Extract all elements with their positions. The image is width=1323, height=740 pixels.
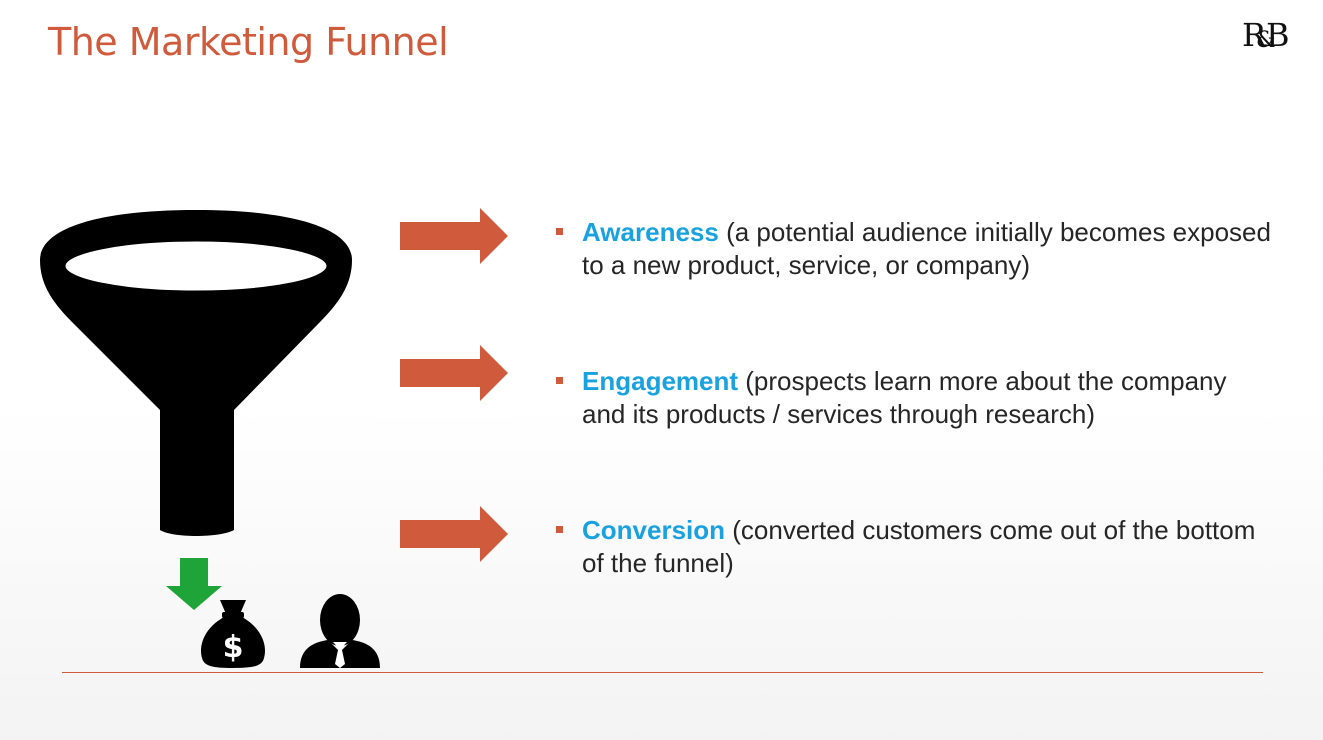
divider-line	[62, 672, 1263, 673]
stage-text: Awareness (a potential audience initiall…	[582, 216, 1276, 282]
stage-description: (a potential audience initially becomes …	[582, 217, 1271, 280]
down-arrow-icon	[166, 558, 222, 610]
funnel-icon	[40, 210, 352, 536]
logo-letter-b: B	[1266, 16, 1290, 54]
list-item: Awareness (a potential audience initiall…	[556, 216, 1276, 282]
page-title: The Marketing Funnel	[48, 20, 449, 64]
money-symbol: $	[223, 630, 244, 665]
brand-logo: R & B	[1240, 16, 1296, 64]
stage-term: Awareness	[582, 217, 719, 247]
bullet-marker	[556, 526, 563, 533]
stage-text: Engagement (prospects learn more about t…	[582, 365, 1276, 431]
bullet-marker	[556, 377, 563, 384]
stage-description: (converted customers come out of the bot…	[582, 515, 1256, 578]
list-item: Conversion (converted customers come out…	[556, 514, 1276, 580]
right-arrow-icon	[400, 345, 508, 401]
money-bag-icon: $	[201, 600, 265, 668]
stage-term: Engagement	[582, 366, 739, 396]
person-icon	[300, 594, 380, 668]
logo-letter-r: R	[1242, 16, 1267, 54]
list-item: Engagement (prospects learn more about t…	[556, 365, 1276, 431]
logo-ampersand: &	[1256, 28, 1276, 53]
stage-description: (prospects learn more about the company …	[582, 366, 1227, 429]
bullet-marker	[556, 228, 563, 235]
stage-text: Conversion (converted customers come out…	[582, 514, 1276, 580]
stage-term: Conversion	[582, 515, 726, 545]
right-arrow-icon	[400, 208, 508, 264]
right-arrow-icon	[400, 506, 508, 562]
